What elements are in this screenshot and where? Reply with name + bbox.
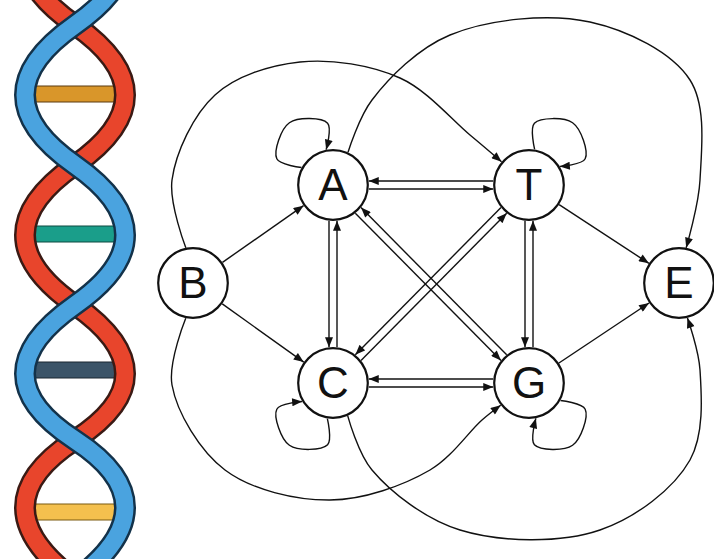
state-node: B: [157, 247, 229, 319]
dna-strand: [25, 0, 125, 559]
dna-illustration: [0, 0, 160, 559]
transition-arrow: [328, 221, 329, 347]
state-label-holder: T: [493, 149, 565, 221]
state-label: E: [664, 261, 693, 305]
state-outline: [298, 150, 368, 220]
dna-strand-outline: [25, 0, 125, 559]
state-outline: [494, 150, 564, 220]
transition-arrow: [369, 386, 493, 387]
dna-rung: [22, 86, 128, 102]
dna-rung: [22, 226, 128, 242]
transition-arrow: [532, 221, 533, 347]
transition-arrow: [336, 221, 337, 347]
dna-strand-outline: [25, 0, 125, 559]
state-node: C: [297, 347, 369, 419]
state-outline: [158, 248, 228, 318]
transition-arrow: [172, 61, 502, 248]
transition-arrow: [524, 221, 525, 347]
transition-arrow: [361, 213, 507, 360]
state-outline: [494, 348, 564, 418]
state-label-holder: E: [643, 247, 714, 319]
dna-rung: [22, 504, 128, 520]
transition-arrow: [222, 304, 303, 362]
transition-arrow: [369, 180, 493, 181]
transition-arrow: [559, 205, 649, 264]
state-label: G: [512, 361, 546, 405]
transition-arrow: [355, 208, 501, 355]
transition-arrow: [222, 206, 303, 263]
state-label: A: [318, 163, 347, 207]
state-outline: [298, 348, 368, 418]
transition-arrow: [355, 213, 501, 360]
transition-arrow: [559, 303, 649, 363]
state-label-holder: G: [493, 347, 565, 419]
state-node: T: [493, 149, 565, 221]
state-label: T: [516, 163, 543, 207]
dna-rung: [22, 362, 128, 378]
transition-arrow: [348, 318, 702, 540]
state-label-holder: A: [297, 149, 369, 221]
state-node: G: [493, 347, 565, 419]
state-label: B: [178, 261, 207, 305]
transition-arrow: [171, 318, 500, 500]
state-node: A: [297, 149, 369, 221]
state-node: E: [643, 247, 714, 319]
state-outline: [644, 248, 714, 318]
state-label-holder: C: [297, 347, 369, 419]
dna-strand: [25, 0, 125, 559]
transition-arrow: [369, 378, 493, 379]
transition-arrow: [369, 188, 493, 189]
state-label-holder: B: [157, 247, 229, 319]
transition-arrow: [361, 208, 507, 355]
state-label: C: [317, 361, 349, 405]
transition-arrow: [348, 18, 702, 248]
